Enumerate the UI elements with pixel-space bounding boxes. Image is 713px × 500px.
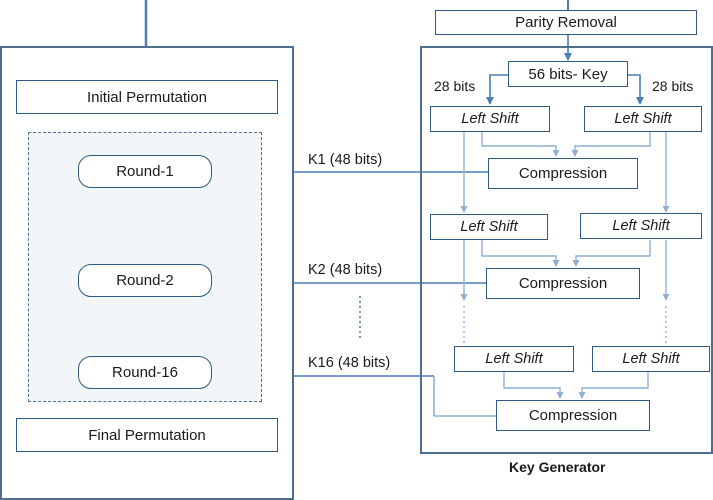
round-16-label: Round-16 <box>112 364 178 381</box>
round-2-box: Round-2 <box>78 264 212 297</box>
left-shift-box: Left Shift <box>592 346 710 372</box>
key-56-box: 56 bits- Key <box>508 61 628 87</box>
key-generator-title: Key Generator <box>509 459 606 475</box>
k2-label: K2 (48 bits) <box>308 262 383 278</box>
compression-box: Compression <box>496 400 650 431</box>
round-1-label: Round-1 <box>116 163 174 180</box>
left-shift-box: Left Shift <box>430 106 550 132</box>
initial-permutation-label: Initial Permutation <box>86 88 208 106</box>
final-permutation-box: Final Permutation <box>16 418 278 452</box>
round-1-box: Round-1 <box>78 155 212 188</box>
left-shift-label: Left Shift <box>612 218 670 234</box>
final-permutation-label: Final Permutation <box>88 426 206 444</box>
left-shift-label: Left Shift <box>622 351 680 367</box>
split-left-label: 28 bits <box>434 78 476 94</box>
compression-label: Compression <box>518 275 608 292</box>
left-shift-label: Left Shift <box>460 219 518 235</box>
initial-permutation-box: Initial Permutation <box>16 80 278 114</box>
split-right-arrow <box>628 74 644 105</box>
left-shift-label: Left Shift <box>461 111 519 127</box>
split-right-label: 28 bits <box>652 78 694 94</box>
compression-box: Compression <box>488 158 638 189</box>
round-16-box: Round-16 <box>78 356 212 389</box>
parity-removal-box: Parity Removal <box>435 10 697 35</box>
k1-label: K1 (48 bits) <box>308 152 383 168</box>
k16-label: K16 (48 bits) <box>308 355 391 371</box>
left-shift-box: Left Shift <box>454 346 574 372</box>
left-shift-label: Left Shift <box>614 111 672 127</box>
left-shift-box: Left Shift <box>430 214 548 240</box>
compression-label: Compression <box>528 407 618 424</box>
key-generator-frame <box>420 46 713 454</box>
compression-box: Compression <box>486 268 640 299</box>
parity-removal-label: Parity Removal <box>515 14 617 31</box>
left-shift-box: Left Shift <box>580 213 702 239</box>
round-2-label: Round-2 <box>116 272 174 289</box>
split-left-arrow <box>486 74 508 105</box>
key-56-label: 56 bits- Key <box>528 65 608 83</box>
compression-label: Compression <box>518 165 608 182</box>
left-shift-label: Left Shift <box>485 351 543 367</box>
left-shift-box: Left Shift <box>584 106 702 132</box>
